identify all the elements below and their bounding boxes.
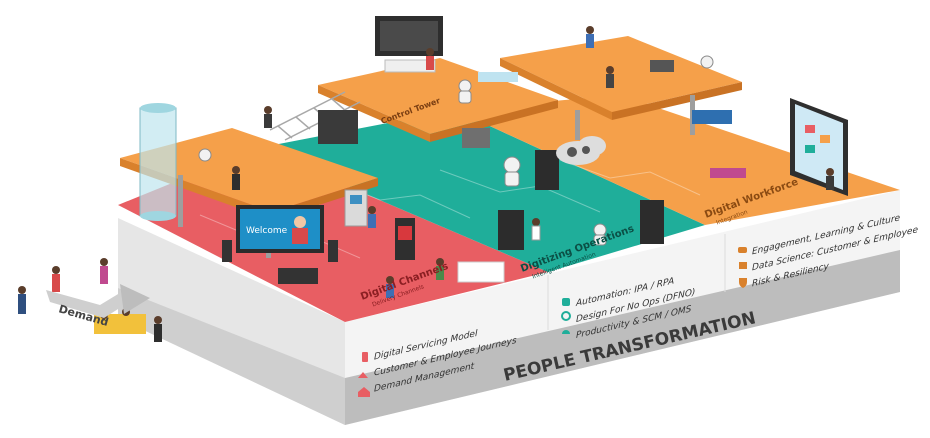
people-figures [18,26,834,342]
welcome-screen-text: Welcome [246,226,288,236]
data-icon [739,262,747,269]
gear-icon [561,311,571,321]
monitor-wall [318,110,358,144]
base-left-band [118,288,345,425]
gauge-icon [562,330,570,334]
server-rack [498,210,524,250]
elevator-tube [139,103,177,221]
top-right-deck-top [500,36,742,112]
zone-digital-workforce-floor [455,95,900,225]
cloud-icon [556,136,606,165]
demand-icon [358,387,370,397]
left-deck-top [120,128,378,212]
zone-digitizing-operations-floor [258,110,705,272]
people-icon [738,247,747,253]
base-grey-band [345,250,900,425]
robot-icon [562,298,570,306]
mobile-icon [362,352,368,362]
demand-arrow [46,284,150,318]
robot-icon [198,55,714,246]
control-tower-deck-top [318,58,558,134]
shield-icon [739,278,747,288]
journey-icon [358,372,368,378]
